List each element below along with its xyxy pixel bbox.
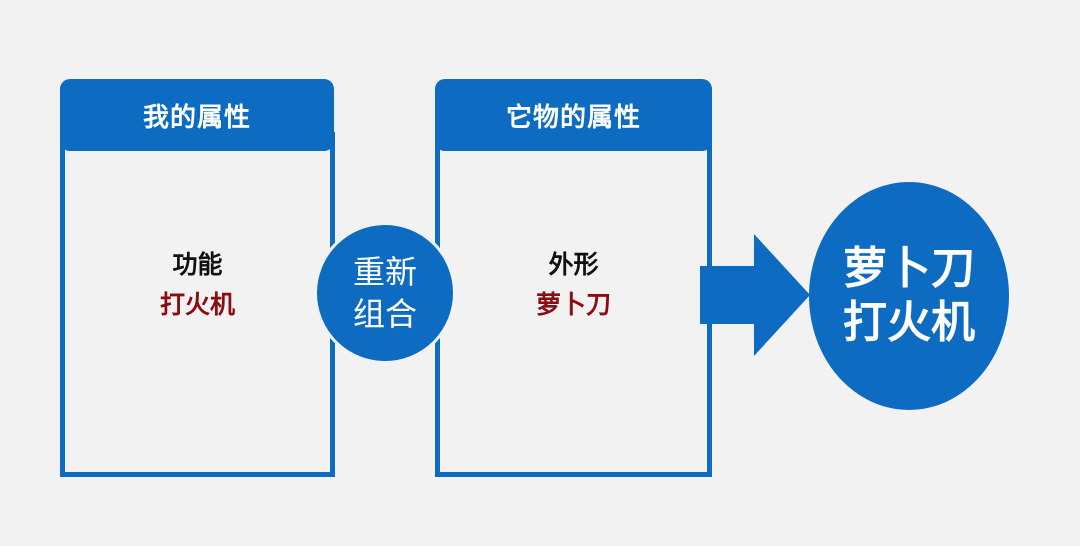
shape-label: 外形 [548,250,599,279]
result-line-1: 萝卜刀 [843,243,975,294]
function-label: 功能 [172,250,223,279]
my-attributes-title: 我的属性 [142,102,251,133]
other-attribute-entry: 外形 萝卜刀 [435,245,712,325]
recombine-line-1: 重新 [352,253,417,291]
my-attributes-box [60,132,335,477]
result-line-2: 打火机 [843,297,975,348]
other-attributes-title: 它物的属性 [505,102,641,133]
right-arrow-icon [700,234,810,356]
recombine-circle: 重新 组合 [314,222,456,364]
result-circle: 萝卜刀 打火机 [809,182,1009,410]
recombine-line-2: 组合 [352,295,417,333]
other-attributes-header: 它物的属性 [435,79,712,151]
my-attributes-header: 我的属性 [60,79,334,151]
my-attribute-entry: 功能 打火机 [60,245,335,325]
function-value: 打火机 [159,290,235,319]
shape-value: 萝卜刀 [535,290,611,319]
